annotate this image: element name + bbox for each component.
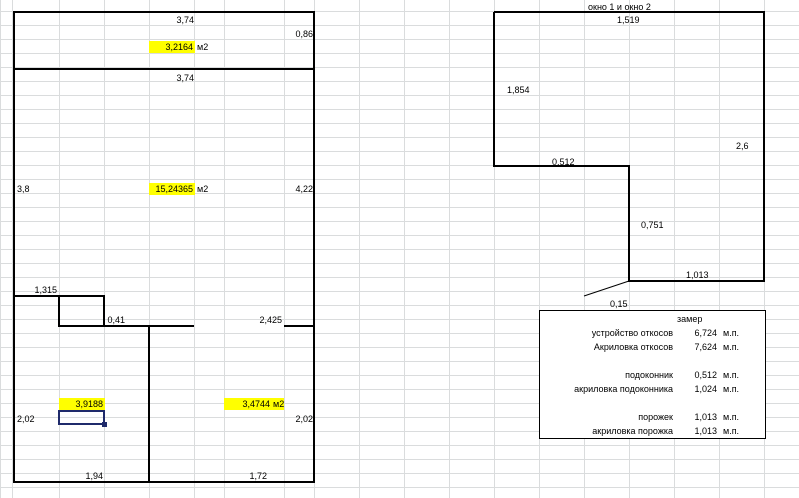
summary-row-label[interactable]: акриловка подоконника (574, 384, 673, 394)
top-room-width[interactable]: 3,74 (176, 15, 194, 25)
summary-table (539, 310, 766, 439)
summary-row-value[interactable]: 1,024 (694, 384, 717, 394)
summary-row-label[interactable]: Акриловка откосов (593, 342, 673, 352)
summary-row-label[interactable]: порожек (638, 412, 673, 422)
top-room-height[interactable]: 0,86 (295, 29, 313, 39)
window-outline (493, 11, 765, 282)
summary-row-unit[interactable]: м.п. (723, 426, 740, 436)
summary-row-value[interactable]: 1,013 (694, 412, 717, 422)
left-room-area-highlight (59, 398, 105, 410)
window-top-width[interactable]: 1,519 (617, 15, 640, 25)
main-room-area[interactable]: 15,24365 (155, 184, 193, 194)
summary-row-unit[interactable]: м.п. (723, 412, 740, 422)
right-room-width[interactable]: 1,72 (249, 471, 267, 481)
threshold-leader-line (583, 280, 630, 297)
top-room-area[interactable]: 3,2164 (165, 42, 193, 52)
niche-width[interactable]: 1,315 (34, 285, 57, 295)
top-room-area-unit[interactable]: м2 (197, 42, 209, 52)
window-right-height[interactable]: 2,6 (736, 141, 749, 151)
window-sill-width[interactable]: 0,512 (552, 157, 575, 167)
top-room-area-highlight (149, 41, 195, 53)
fill-handle[interactable] (102, 422, 107, 427)
main-room-height-right[interactable]: 4,22 (295, 184, 313, 194)
summary-row-unit[interactable]: м.п. (723, 342, 740, 352)
summary-row-value[interactable]: 0,512 (694, 370, 717, 380)
main-room-area-highlight (149, 183, 195, 195)
main-room-width[interactable]: 3,74 (176, 73, 194, 83)
right-room-area-highlight (224, 398, 284, 410)
window-left-height[interactable]: 1,854 (507, 85, 530, 95)
niche-depth[interactable]: 0,41 (107, 315, 125, 325)
right-room-height[interactable]: 2,02 (295, 414, 313, 424)
summary-row-unit[interactable]: м.п. (723, 328, 740, 338)
summary-row-value[interactable]: 6,724 (694, 328, 717, 338)
window-door-height[interactable]: 0,751 (641, 220, 664, 230)
apartment-outline (13, 11, 315, 483)
summary-row-value[interactable]: 7,624 (694, 342, 717, 352)
partition-length[interactable]: 2,425 (259, 315, 282, 325)
summary-row-label[interactable]: акриловка порожка (592, 426, 673, 436)
summary-row-unit[interactable]: м.п. (723, 370, 740, 380)
window-title[interactable]: окно 1 и окно 2 (588, 2, 651, 12)
right-room-area-unit[interactable]: м2 (273, 399, 285, 409)
summary-header[interactable]: замер (677, 314, 703, 324)
left-room-area[interactable]: 3,9188 (75, 399, 103, 409)
main-room-area-unit[interactable]: м2 (197, 184, 209, 194)
active-cell-selection[interactable] (58, 410, 105, 425)
main-room-height-left[interactable]: 3,8 (17, 184, 30, 194)
threshold-width[interactable]: 0,15 (610, 299, 628, 309)
left-room-height[interactable]: 2,02 (17, 414, 35, 424)
summary-row-label[interactable]: подоконник (625, 370, 673, 380)
summary-row-label[interactable]: устройство откосов (591, 328, 673, 338)
summary-row-unit[interactable]: м.п. (723, 384, 740, 394)
window-bottom-width[interactable]: 1,013 (686, 270, 709, 280)
left-room-width[interactable]: 1,94 (85, 471, 103, 481)
right-room-area[interactable]: 3,4744 (242, 399, 270, 409)
summary-row-value[interactable]: 1,013 (694, 426, 717, 436)
